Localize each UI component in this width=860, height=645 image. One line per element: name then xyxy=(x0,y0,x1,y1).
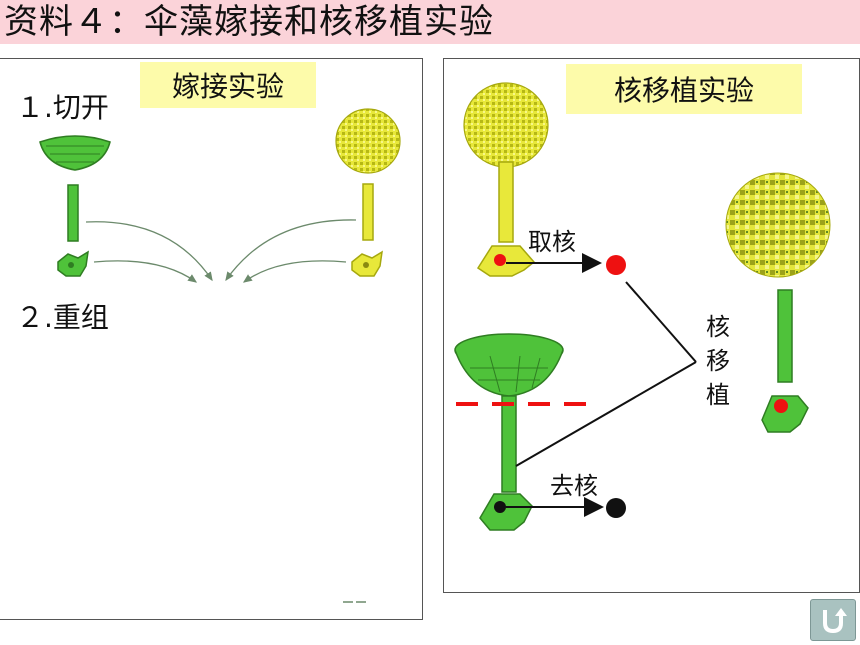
extracted-nucleus xyxy=(606,255,626,275)
removed-nucleus xyxy=(606,498,626,518)
step-cut: １.切开 xyxy=(16,91,109,124)
donor-yellow-rhizoid xyxy=(476,245,536,277)
recipient-nucleus xyxy=(494,501,506,513)
result-yellow-cap xyxy=(725,172,831,278)
transplant-char-1: 核 xyxy=(706,313,730,341)
nuclear-transplant-label: 核移植实验 xyxy=(566,64,802,114)
swap-arrow-3 xyxy=(225,219,357,282)
yellow-nucleus xyxy=(363,262,369,268)
transplant-line-upper xyxy=(625,281,697,363)
result-nucleus xyxy=(774,399,788,413)
yellow-stalk xyxy=(362,183,374,241)
donor-nucleus xyxy=(494,254,506,266)
swap-arrow-4 xyxy=(242,260,347,283)
recipient-green-stalk xyxy=(501,395,517,493)
page-title: 资料４：伞藻嫁接和核移植实验 xyxy=(4,2,494,42)
donor-yellow-cap xyxy=(463,82,549,168)
u-turn-arrow-icon xyxy=(823,608,847,634)
back-button[interactable] xyxy=(810,599,856,641)
transplant-char-2: 移 xyxy=(706,347,730,375)
green-nucleus xyxy=(68,262,74,268)
step-recombine: ２.重组 xyxy=(16,301,109,334)
transplant-char-3: 植 xyxy=(706,381,730,409)
title-bar: 资料４：伞藻嫁接和核移植实验 xyxy=(0,0,860,44)
swap-arrow-1 xyxy=(85,221,213,282)
green-cap xyxy=(39,135,111,171)
remove-nucleus-label: 去核 xyxy=(550,472,598,500)
result-green-rhizoid xyxy=(761,395,809,433)
grafting-experiment-label: 嫁接实验 xyxy=(140,62,316,108)
swap-arrow-2 xyxy=(93,260,198,283)
recipient-green-cap xyxy=(454,333,564,397)
transplant-label: 核 移 植 xyxy=(706,310,730,412)
green-stalk xyxy=(67,184,79,242)
take-nucleus-label: 取核 xyxy=(528,228,576,256)
yellow-cap xyxy=(335,108,401,174)
result-green-stalk xyxy=(777,289,793,383)
recipient-green-rhizoid xyxy=(479,493,533,531)
transplant-line-lower xyxy=(515,361,697,467)
donor-yellow-stalk xyxy=(498,161,514,243)
